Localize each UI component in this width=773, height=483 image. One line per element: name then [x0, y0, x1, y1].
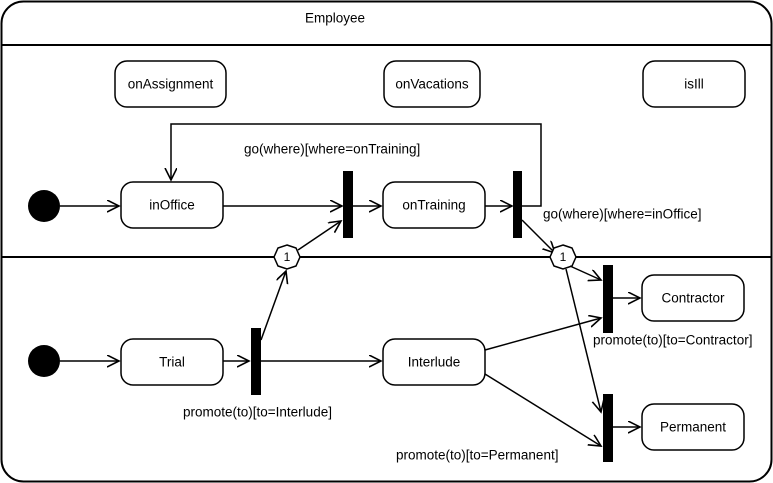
composite-title: Employee [305, 11, 365, 26]
state-permanent-label: Permanent [660, 420, 726, 435]
state-is-ill-label: isIll [684, 77, 704, 92]
join-bar-permanent [603, 394, 613, 462]
label-promote-interlude: promote(to)[to=Interlude] [183, 405, 332, 420]
sync-state-left: 1 [273, 244, 301, 270]
transition-back-to-inoffice [171, 123, 542, 207]
label-go-training: go(where)[where=onTraining] [244, 142, 420, 157]
state-on-training-label: onTraining [402, 198, 465, 213]
transition-interlude-to-permanent-join [484, 373, 601, 446]
state-interlude-label: Interlude [408, 355, 461, 370]
fork-bar-office [513, 171, 522, 238]
transition-sync-left-to-join [297, 221, 341, 251]
sync-state-right: 1 [549, 244, 577, 270]
sync-state-right-label: 1 [560, 250, 567, 264]
sync-state-left-label: 1 [284, 250, 291, 264]
transition-fork-to-sync-left [260, 271, 286, 341]
label-promote-contractor: promote(to)[to=Contractor] [593, 333, 752, 348]
state-permanent[interactable]: Permanent [641, 403, 745, 451]
label-go-office: go(where)[where=inOffice] [543, 207, 701, 222]
state-trial[interactable]: Trial [120, 338, 224, 386]
transition-fork-to-sync-right [521, 219, 555, 253]
label-promote-permanent: promote(to)[to=Permanent] [396, 448, 558, 463]
state-on-assignment-label: onAssignment [128, 77, 214, 92]
state-trial-label: Trial [159, 355, 185, 370]
state-interlude[interactable]: Interlude [382, 338, 486, 386]
transition-sync-right-to-contractor-join [569, 265, 601, 280]
state-on-training[interactable]: onTraining [382, 181, 486, 229]
join-bar-contractor [603, 265, 613, 333]
transition-sync-right-to-permanent-join [565, 268, 601, 412]
initial-state-bottom [28, 345, 60, 377]
join-bar-training [343, 171, 353, 238]
state-on-vacations-label: onVacations [395, 77, 469, 92]
state-contractor-label: Contractor [661, 291, 725, 306]
state-contractor[interactable]: Contractor [641, 274, 745, 322]
state-on-assignment[interactable]: onAssignment [114, 60, 227, 108]
state-in-office[interactable]: inOffice [120, 181, 224, 229]
state-is-ill[interactable]: isIll [642, 60, 746, 108]
state-on-vacations[interactable]: onVacations [383, 60, 481, 108]
state-in-office-label: inOffice [149, 198, 195, 213]
initial-state-top [28, 190, 60, 222]
fork-bar-interlude [251, 328, 261, 395]
transition-interlude-to-contractor-join [484, 318, 601, 351]
